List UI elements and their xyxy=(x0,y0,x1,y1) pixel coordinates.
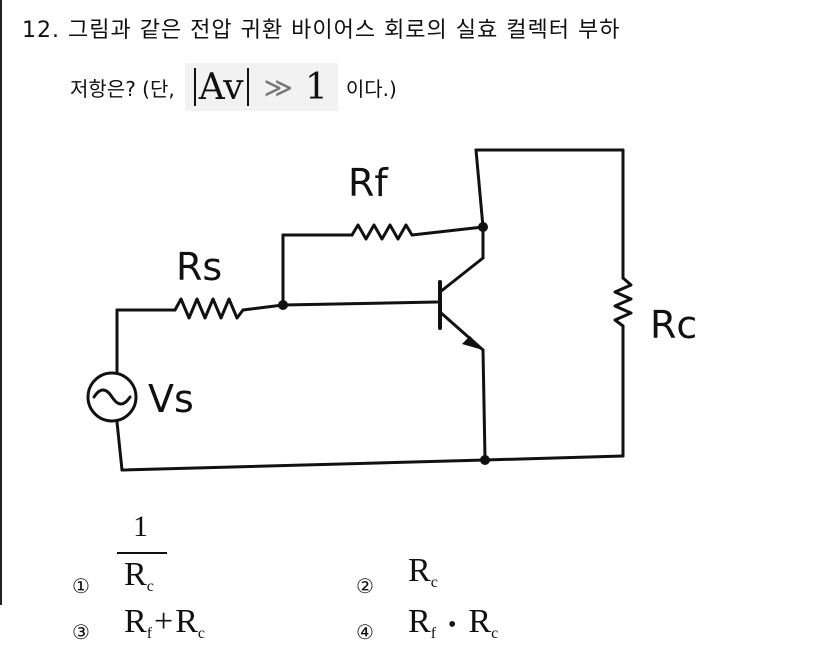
wire-source-bottom xyxy=(115,420,124,472)
option-1-numerator: 1 xyxy=(133,510,148,543)
rc-label: Rc xyxy=(650,303,697,347)
option-2-expression: Rc xyxy=(408,552,438,591)
wire-emitter-ground xyxy=(481,348,487,460)
junction-dot-collector xyxy=(478,222,488,232)
question-prefix: 저항은? (단, xyxy=(70,76,175,101)
option-4-marker: ④ xyxy=(356,620,374,644)
question-text-line2: 저항은? (단, Av ≫ 1 이다.) xyxy=(70,62,397,112)
formula-relation: ≫ xyxy=(263,70,293,104)
question-text-line1: 12. 그림과 같은 전압 귀환 바이어스 회로의 실효 컬렉터 부하 xyxy=(22,18,621,43)
option-1-marker: ① xyxy=(72,574,90,598)
option-1-fraction-bar xyxy=(117,552,167,554)
option-2-marker: ② xyxy=(356,574,374,598)
circuit-diagram: Rf Rs Rc Vs xyxy=(86,148,697,472)
rs-label: Rs xyxy=(176,245,222,289)
wire-collector-top xyxy=(474,148,485,229)
sine-wave-icon xyxy=(92,388,132,406)
formula-av: Av xyxy=(198,66,244,108)
page-border xyxy=(0,0,2,605)
option-1-denominator: Rc xyxy=(124,556,154,595)
wire-bottom-right xyxy=(483,454,625,462)
wire-rs-right xyxy=(241,303,285,312)
wire-bottom-left xyxy=(120,458,487,472)
junction-dot-base xyxy=(278,300,288,310)
rs-resistor xyxy=(173,297,245,320)
option-3-expression: Rf+Rc xyxy=(124,603,205,642)
ac-source-icon xyxy=(86,371,138,423)
option-4-expression: Rf•Rc xyxy=(408,603,499,642)
wire-rf-right xyxy=(410,225,485,237)
junction-dot-ground xyxy=(480,455,490,465)
emitter-arrow-icon xyxy=(462,336,483,350)
condition-formula: Av ≫ 1 xyxy=(184,63,338,111)
rf-label: Rf xyxy=(348,161,389,205)
transistor-collector xyxy=(438,256,485,294)
formula-value: 1 xyxy=(304,66,328,108)
abs-bar-left xyxy=(193,68,196,106)
vs-label: Vs xyxy=(148,377,194,421)
option-3-marker: ③ xyxy=(72,620,90,644)
question-suffix: 이다.) xyxy=(345,76,397,101)
rf-resistor xyxy=(350,223,414,241)
abs-bar-right xyxy=(246,68,249,106)
wire-base xyxy=(281,300,439,307)
rc-resistor xyxy=(613,276,633,328)
